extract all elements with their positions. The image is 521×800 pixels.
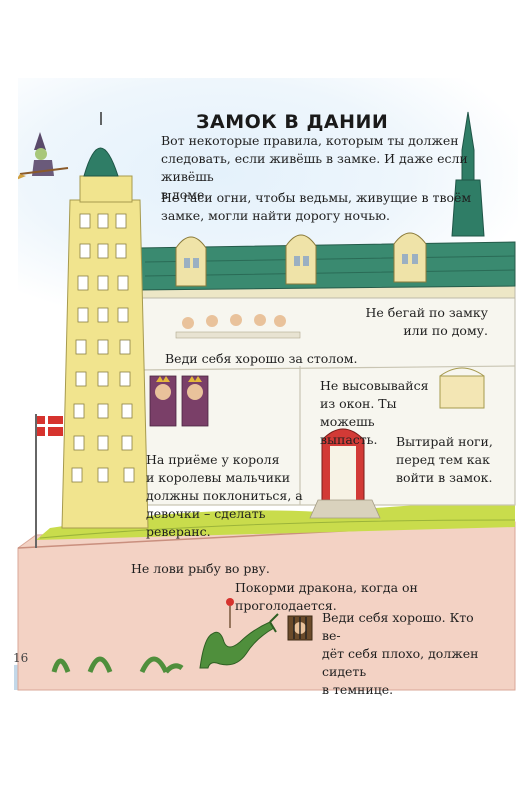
rule-no-running: Не бегай по замку или по дому. bbox=[365, 305, 489, 338]
intro-paragraph-2: Не гаси огни, чтобы ведьмы, живущие в тв… bbox=[161, 190, 472, 223]
page-title: ЗАМОК В ДАНИИ bbox=[196, 111, 389, 133]
dungeon-window-icon bbox=[287, 615, 313, 641]
intro-paragraph-1: Вот некоторые правила, которым ты должен… bbox=[161, 133, 468, 202]
rule-wipe-feet: Вытирай ноги, перед тем как войти в замо… bbox=[396, 434, 493, 485]
page-number: 16 bbox=[13, 651, 29, 665]
rule-dungeon: Веди себя хорошо. Кто ве- дёт себя плохо… bbox=[322, 610, 479, 697]
dragon-icon bbox=[199, 598, 279, 669]
rule-bow-curtsy: На приёме у короля и королевы мальчики д… bbox=[146, 452, 303, 539]
rule-windows: Не высовывайся из окон. Ты можешь выпаст… bbox=[320, 378, 429, 447]
rule-feed-dragon: Покорми дракона, когда он проголодается. bbox=[235, 580, 418, 613]
rule-table-manners: Веди себя хорошо за столом. bbox=[165, 351, 358, 366]
witch-icon bbox=[18, 132, 69, 180]
sea-serpent-icon bbox=[51, 656, 184, 674]
rule-no-fishing: Не лови рыбу во рву. bbox=[131, 561, 270, 576]
danish-flag-icon bbox=[35, 414, 63, 548]
